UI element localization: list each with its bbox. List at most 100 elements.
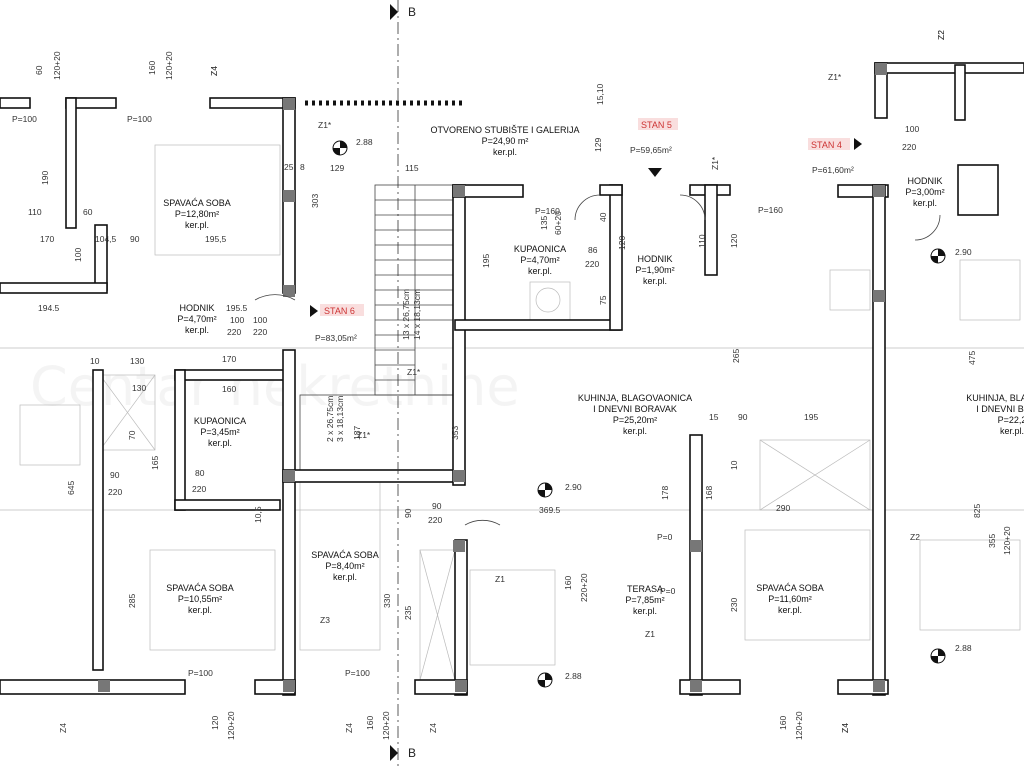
room-area: P=22,2 [998,415,1024,425]
svg-text:129: 129 [330,163,344,173]
svg-text:285: 285 [127,594,137,608]
svg-text:Z4: Z4 [209,66,219,76]
stair-notes: 2 x 26,75cm 3 x 18,13cm 13 x 26,75cm 14 … [325,289,422,442]
svg-text:Z4: Z4 [209,66,219,76]
svg-text:220: 220 [192,484,206,494]
room-floor: ker.pl. [643,276,667,286]
room-name: HODNIK [637,254,672,264]
svg-text:194.5: 194.5 [38,303,60,313]
svg-text:235: 235 [403,606,413,620]
svg-text:170: 170 [222,354,236,364]
room-floor: ker.pl. [633,606,657,616]
svg-text:160: 160 [778,716,788,730]
dimensions-vertical: 60 120+20 160 120+20 Z4 190 100 303 25 8… [34,30,1012,740]
svg-text:Z1: Z1 [645,629,655,639]
svg-text:10,5: 10,5 [253,506,263,523]
room-name: HODNIK [907,176,942,186]
svg-text:P=160: P=160 [535,206,560,216]
stan-5-label: STAN 5 [641,120,672,130]
svg-text:120+20: 120+20 [164,51,174,80]
svg-text:220: 220 [585,259,599,269]
svg-text:14 x 18,13cm: 14 x 18,13cm [412,289,422,340]
room-area: P=1,90m² [635,265,674,275]
svg-text:115: 115 [405,163,419,173]
svg-text:100: 100 [73,248,83,262]
room-floor: ker.pl. [1000,426,1024,436]
level-value: 2.88 [356,137,373,147]
room-labels: SPAVAĆA SOBA P=12,80m² ker.pl. HODNIK P=… [163,125,1024,616]
svg-text:160: 160 [147,61,157,75]
svg-text:104,5: 104,5 [95,234,117,244]
svg-text:Z2: Z2 [936,30,946,40]
stan-6-label: STAN 6 [324,306,355,316]
svg-text:130: 130 [130,356,144,366]
room-name: OTVORENO STUBIŠTE I GALERIJA [430,125,579,135]
svg-text:120+20: 120+20 [1002,526,1012,555]
svg-text:220: 220 [108,487,122,497]
room-area: P=12,80m² [175,209,219,219]
level-value: 2.90 [955,247,972,257]
room-name: KUHINJA, BLAG [966,393,1024,403]
svg-text:353: 353 [450,426,460,440]
stan-4-area: P=61,60m² [812,165,854,175]
room-name: KUHINJA, BLAGOVAONICA [578,393,692,403]
svg-text:230: 230 [729,598,739,612]
svg-text:120+20: 120+20 [381,711,391,740]
room-area: P=25,20m² [613,415,657,425]
svg-text:Z4: Z4 [58,723,68,733]
svg-text:90: 90 [738,412,748,422]
svg-text:P=100: P=100 [12,114,37,124]
sill-marks: P=100 P=100 P=100 P=100 P=160 P=160 P=0 … [12,114,783,678]
room-name: SPAVAĆA SOBA [163,198,231,208]
svg-text:40: 40 [598,212,608,222]
svg-text:90: 90 [403,508,413,518]
room-area: P=3,45m² [200,427,239,437]
room-floor: ker.pl. [623,426,647,436]
svg-text:195.5: 195.5 [226,303,248,313]
room-name-line2: I DNEVNI BORAVAK [593,404,677,414]
room-name-line2: I DNEVNI B [976,404,1024,414]
svg-text:Z4: Z4 [428,723,438,733]
section-mark-bottom: B [408,746,416,760]
svg-text:P=0: P=0 [657,532,673,542]
svg-text:2 x 26,75cm: 2 x 26,75cm [325,396,335,442]
svg-text:60: 60 [83,207,93,217]
svg-text:220: 220 [428,515,442,525]
columns [98,63,887,692]
svg-text:P=160: P=160 [758,205,783,215]
tags: Z1* Z1* Z1* Z1* Z1 Z1 Z2 Z2 Z3 Z4 Z4 Z4 … [58,30,946,733]
svg-text:290: 290 [776,503,790,513]
svg-text:Z3: Z3 [320,615,330,625]
room-area: P=3,00m² [905,187,944,197]
svg-text:Z1*: Z1* [828,72,842,82]
svg-text:330: 330 [382,594,392,608]
stan-5-area: P=59,65m² [630,145,672,155]
svg-text:100: 100 [230,315,244,325]
svg-text:Z2: Z2 [910,532,920,542]
svg-text:220+20: 220+20 [579,573,589,602]
svg-text:160: 160 [222,384,236,394]
svg-text:Z1: Z1 [495,574,505,584]
svg-text:15: 15 [709,412,719,422]
svg-text:825: 825 [972,504,982,518]
svg-text:P=0: P=0 [660,586,676,596]
svg-text:3 x 18,13cm: 3 x 18,13cm [335,396,345,442]
svg-text:P=100: P=100 [188,668,213,678]
svg-text:Z1*: Z1* [407,367,421,377]
room-area: P=8,40m² [325,561,364,571]
room-area: P=11,60m² [768,594,812,604]
svg-text:220: 220 [227,327,241,337]
svg-text:P=100: P=100 [127,114,152,124]
room-floor: ker.pl. [185,325,209,335]
stan-6-area: P=83,05m² [315,333,357,343]
svg-text:129: 129 [593,138,603,152]
room-name: SPAVAĆA SOBA [311,550,379,560]
room-floor: ker.pl. [493,147,517,157]
dimensions-horizontal: 110 60 170 104,5 90 195,5 194.5 195.5 10… [28,124,919,525]
svg-text:187: 187 [352,426,362,440]
svg-text:90: 90 [432,501,442,511]
room-name: SPAVAĆA SOBA [756,583,824,593]
door-swings [254,194,941,526]
room-area: P=7,85m² [625,595,664,605]
